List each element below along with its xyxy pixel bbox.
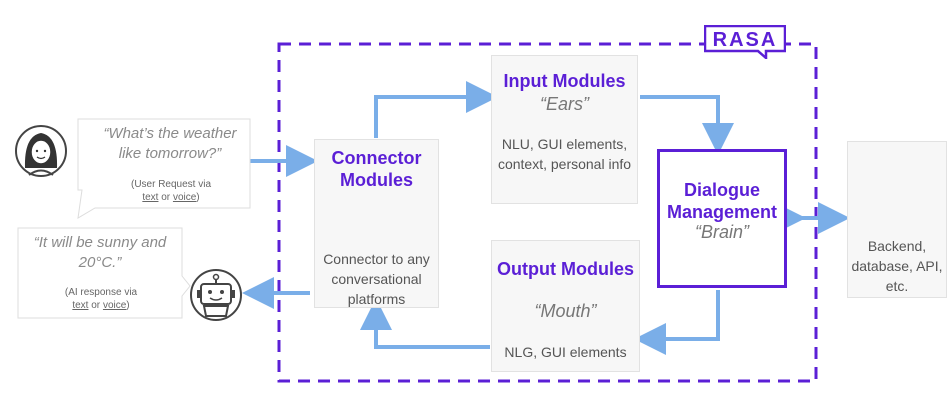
user-quote: “What’s the weather like tomorrow?”: [103, 125, 237, 162]
input-title: Input Modules: [503, 71, 626, 91]
backend-box: [847, 141, 947, 298]
bot-note-channels: text or voice): [30, 299, 172, 312]
user-note-prefix: (User Request via: [130, 179, 212, 190]
bot-quote: “It will be sunny and 20°C.”: [33, 234, 167, 271]
connector-title: Connector Modules: [331, 148, 422, 190]
user-note-suffix: ): [196, 192, 200, 203]
bot-note-prefix: (AI response via: [64, 287, 138, 298]
bot-speech-bubble: [17, 227, 191, 319]
user-note-channels: text or voice): [100, 191, 242, 204]
bot-voice-link[interactable]: voice: [102, 300, 127, 311]
rasa-logo: RASA: [704, 25, 786, 59]
bot-avatar-icon: [190, 269, 242, 321]
user-speech-bubble: [77, 118, 251, 219]
output-title: Output Modules: [497, 259, 634, 279]
bot-text-link[interactable]: text: [72, 300, 89, 311]
user-text-link[interactable]: text: [142, 192, 159, 203]
user-avatar-icon: [15, 125, 67, 177]
dialogue-title: Dialogue Management: [666, 180, 778, 222]
user-note-or: or: [161, 192, 171, 203]
bot-note-suffix: ): [126, 300, 130, 311]
arrow-connector-to-input: [374, 81, 498, 138]
dialogue-management-box: [657, 149, 787, 288]
input-modules-box: [491, 55, 638, 204]
bot-response-note: (AI response via text or voice): [30, 286, 172, 312]
input-subtitle: “Ears”: [540, 94, 589, 114]
connector-modules-box: [314, 139, 439, 308]
output-modules-box: [491, 240, 640, 372]
arrow-input-to-dialogue: [640, 95, 734, 155]
user-request-note: (User Request via text or voice): [100, 178, 242, 204]
connector-description: Connector to any conversational platform…: [323, 251, 430, 307]
arrow-output-to-connector: [360, 298, 490, 349]
dialogue-subtitle: “Brain”: [694, 222, 749, 242]
backend-description: Backend, database, API, etc.: [851, 238, 943, 294]
output-subtitle: “Mouth”: [534, 301, 597, 321]
rasa-logo-text: RASA: [713, 29, 778, 51]
user-voice-link[interactable]: voice: [172, 192, 197, 203]
arrow-dialogue-to-output: [634, 290, 720, 355]
output-description: NLG, GUI elements: [504, 344, 627, 360]
bot-note-or: or: [91, 300, 101, 311]
input-description: NLU, GUI elements, context, personal inf…: [497, 136, 632, 172]
